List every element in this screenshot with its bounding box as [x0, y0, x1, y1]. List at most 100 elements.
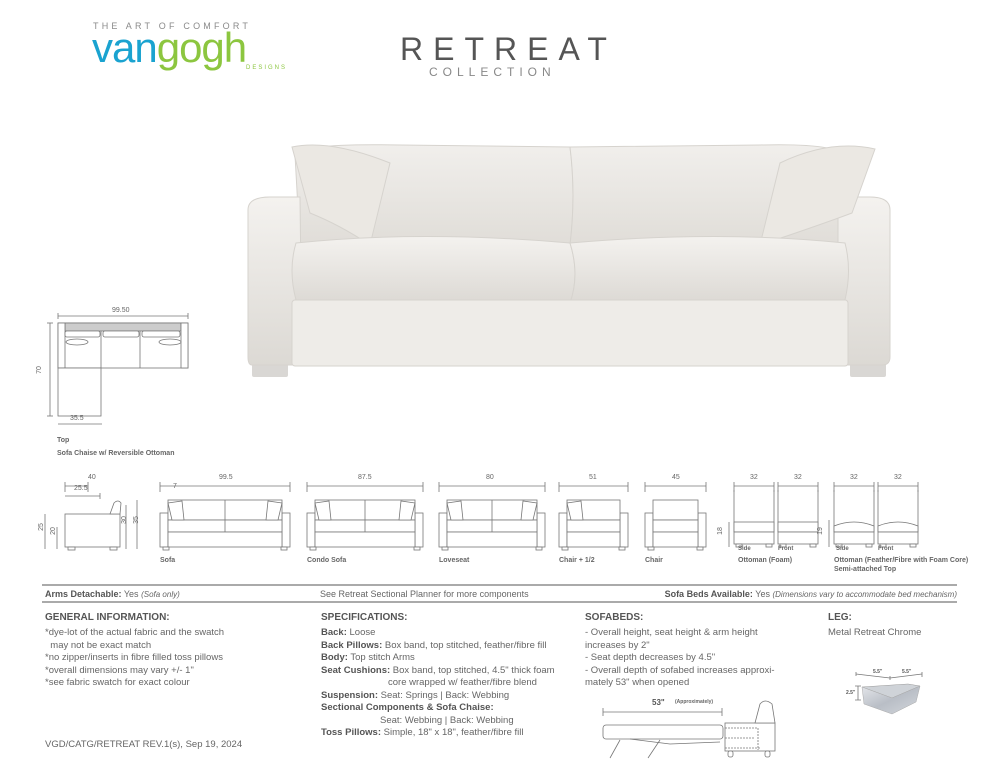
beds-label: Sofa Beds Available: — [664, 589, 753, 599]
chair-half-seat — [566, 519, 621, 533]
condo-sofa-pillow — [398, 500, 416, 521]
spec-suspension: Suspension: Seat: Springs | Back: Webbin… — [321, 689, 510, 701]
condo-sofa-base — [314, 531, 416, 548]
sofa-base — [167, 531, 283, 548]
ottoman-foam-label: Ottoman (Foam) — [738, 557, 793, 564]
sofabed-line: - Overall depth of sofabed increases app… — [585, 664, 775, 676]
document-reference: VGD/CATG/RETREAT REV.1(s), Sep 19, 2024 — [45, 739, 243, 750]
spec-back: Back: Loose — [321, 627, 376, 638]
ottoman-foam-side-top — [733, 521, 775, 533]
sofa-label: Sofa — [160, 557, 176, 564]
arms-detachable: Arms Detachable: Yes (Sofa only) — [45, 589, 180, 600]
collection-subtitle: COLLECTION — [429, 65, 556, 79]
condo-sofa-pillow — [314, 500, 332, 521]
sofabed-line: mately 53" when opened — [585, 677, 690, 688]
side-overall-height: 35 — [132, 516, 140, 524]
sofabed-open-note: (Approximately) — [675, 699, 714, 705]
ottoman-foam-front-leg — [809, 543, 817, 548]
spec-sectional-value: Seat: Webbing | Back: Webbing — [380, 714, 514, 726]
ottoman-feather-height: 19 — [816, 527, 824, 535]
chair-half-base — [566, 531, 621, 548]
chair-leg — [696, 546, 704, 551]
arms-note: (Sofa only) — [141, 590, 180, 599]
beds-value: Yes — [755, 589, 770, 599]
leg-dim-b: 5.5" — [902, 669, 912, 675]
top-view-caption: Sofa Chaise w/ Reversible Ottoman — [57, 450, 175, 457]
beds-note: (Dimensions vary to accommodate bed mech… — [772, 590, 957, 599]
loveseat-width: 80 — [486, 474, 494, 481]
top-view-diagram — [47, 313, 189, 425]
chair-half-width: 51 — [589, 474, 597, 481]
side-back-height: 30 — [120, 516, 128, 524]
sofabed-diagram — [602, 700, 776, 759]
general-list: *dye-lot of the actual fabric and the sw… — [45, 627, 224, 690]
chair-label: Chair — [645, 557, 663, 564]
top-view-depth: 70 — [35, 366, 43, 374]
spec-back-pillows: Back Pillows: Box band, top stitched, fe… — [321, 639, 547, 651]
arms-value: Yes — [123, 589, 139, 599]
sofa-beds-available: Sofa Beds Available: Yes (Dimensions var… — [665, 589, 957, 600]
ottoman-foam-front-top — [777, 521, 819, 533]
spec-body: Body: Top stitch Arms — [321, 652, 415, 663]
ottoman-foam-side-leg — [735, 543, 743, 548]
ottoman-feather-side-top — [833, 521, 875, 533]
ottoman-foam-side-base — [733, 531, 775, 545]
leg-diagram — [855, 672, 923, 715]
condo-sofa-arm — [306, 512, 316, 548]
arms-label: Arms Detachable: — [45, 589, 122, 599]
ottoman-feather-side-leg — [865, 543, 873, 548]
loveseat-pillow — [520, 500, 538, 521]
ottoman-feather-front-leg — [909, 543, 917, 548]
condo-sofa-leg — [309, 546, 317, 551]
divider-top — [42, 584, 957, 586]
logo-part-gogh: gogh — [156, 24, 247, 71]
sofabed-line: - Seat depth decreases by 4.5" — [585, 652, 716, 663]
loveseat-pillow — [446, 500, 464, 521]
ottoman-feather-side-width: 32 — [850, 474, 858, 481]
elevation-drawings — [44, 482, 919, 551]
side-view-leg — [67, 546, 76, 551]
chair-half-arm — [558, 512, 568, 548]
ottoman-feather-front-width: 32 — [894, 474, 902, 481]
ottoman-feather-side-leg — [835, 543, 843, 548]
sofabed-line: increases by 2" — [585, 639, 650, 651]
condo-sofa-label: Condo Sofa — [307, 557, 347, 564]
leg-dim-a: 5.5" — [873, 669, 883, 675]
condo-sofa-leg — [413, 546, 421, 551]
sofa-arm-width: 7 — [173, 483, 177, 490]
sofabed-open-dim: 53" — [652, 698, 665, 707]
sofa-pillow — [167, 500, 185, 521]
logo-part-van: van — [92, 24, 158, 71]
general-line: *no zipper/inserts in fibre filled toss … — [45, 652, 223, 663]
ottoman-feather-label: Ottoman (Feather/Fibre with Foam Core) — [834, 557, 969, 564]
sofa-arm — [281, 512, 291, 548]
ottoman-foam-side-leg — [765, 543, 773, 548]
logo-suffix: DESIGNS — [246, 65, 288, 71]
ottoman-foam-front-width: 32 — [794, 474, 802, 481]
loveseat-label: Loveseat — [439, 557, 470, 564]
top-view-label: Top — [57, 437, 70, 444]
divider-bottom — [42, 601, 957, 603]
brand-logo: vangogh — [92, 27, 247, 69]
side-view-back — [109, 500, 122, 515]
chair-half-leg — [618, 546, 626, 551]
loveseat-leg — [535, 546, 543, 551]
chair-half-leg — [561, 546, 569, 551]
ottoman-foam-front-base — [777, 531, 819, 545]
loveseat-leg — [441, 546, 449, 551]
sofa-leg — [280, 546, 288, 551]
chair-half-label: Chair + 1/2 — [559, 557, 595, 564]
specs-heading: SPECIFICATIONS: — [321, 612, 408, 623]
leg-finish: Metal Retreat Chrome — [828, 627, 922, 638]
sofabeds-heading: SOFABEDS: — [585, 612, 644, 623]
general-heading: GENERAL INFORMATION: — [45, 612, 170, 623]
side-seat-height: 20 — [49, 527, 57, 535]
ottoman-feather-front-label: Front — [878, 546, 894, 552]
side-view-leg — [109, 546, 118, 551]
ottoman-foam-side-label: Side — [738, 546, 751, 552]
loveseat-arm — [438, 512, 448, 548]
chair-width: 45 — [672, 474, 680, 481]
spec-toss-pillows: Toss Pillows: Simple, 18" x 18", feather… — [321, 727, 524, 738]
condo-sofa-arm — [414, 512, 424, 548]
loveseat-base — [446, 531, 538, 548]
